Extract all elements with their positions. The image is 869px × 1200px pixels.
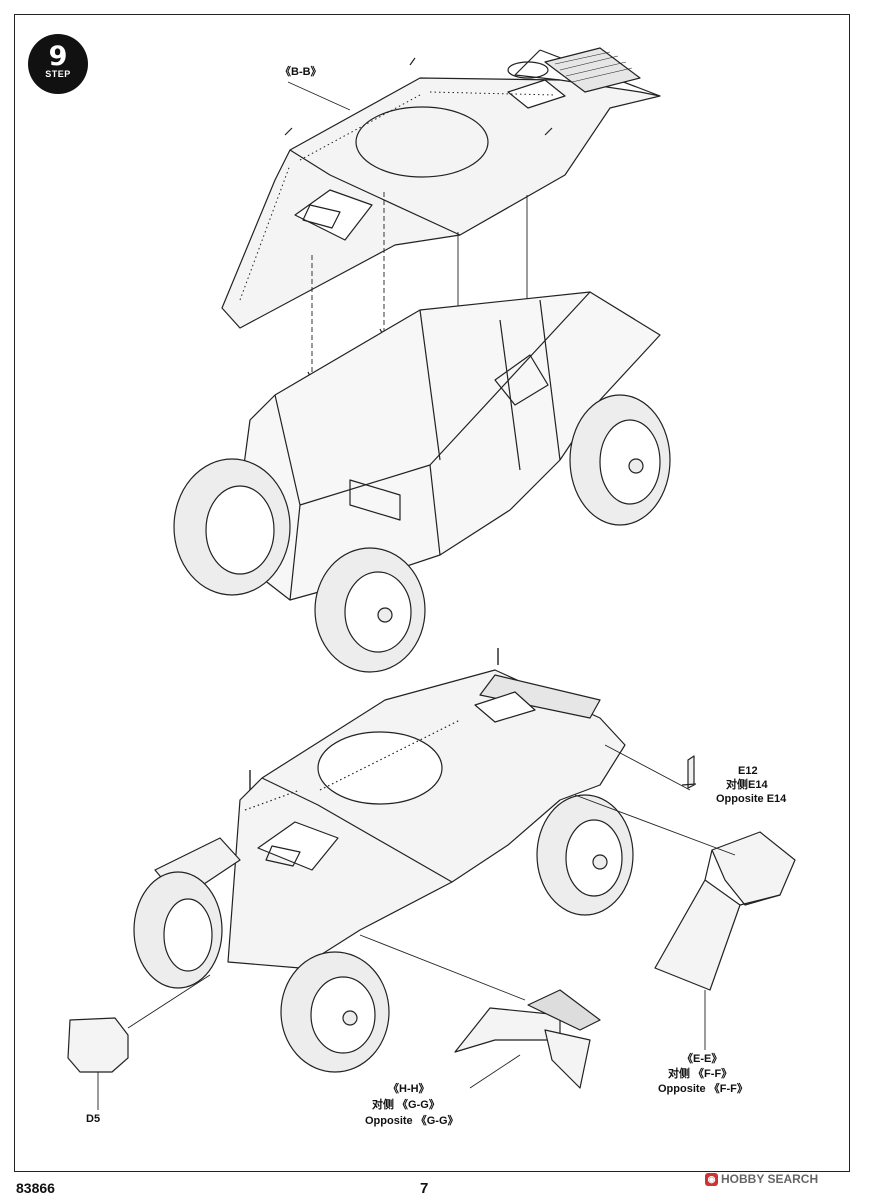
- callout-hh-line2: 对侧 《G-G》: [372, 1099, 440, 1111]
- watermark-text: HOBBY SEARCH: [721, 1172, 819, 1186]
- step-label: STEP: [45, 69, 71, 79]
- callout-hh-line3: Opposite 《G-G》: [365, 1115, 459, 1127]
- callout-e12-opposite-en: Opposite E14: [716, 793, 787, 805]
- callout-ee-line2: 对侧 《F-F》: [668, 1068, 733, 1080]
- part-e12: [681, 755, 697, 789]
- callout-d5: D5: [86, 1113, 101, 1125]
- step-number: 9: [48, 41, 68, 72]
- upper-hull-part: [221, 47, 661, 329]
- bottom-wheels: [133, 794, 634, 1073]
- part-hh: [454, 989, 601, 1089]
- top-wheels: [173, 394, 671, 673]
- callout-leaders: [97, 744, 736, 1110]
- part-d5: [67, 1017, 129, 1073]
- page-border: [14, 14, 850, 1172]
- page-number: 7: [420, 1180, 429, 1197]
- callout-e12-part: E12: [738, 765, 758, 777]
- lower-hull-part: [231, 291, 661, 601]
- callout-ee-line1: 《E-E》: [682, 1053, 723, 1065]
- step-badge: 9 STEP: [28, 34, 88, 94]
- watermark: ◉HOBBY SEARCH: [705, 1172, 819, 1187]
- watermark-logo-icon: ◉: [705, 1173, 718, 1187]
- callout-bb: 《B-B》: [280, 66, 322, 78]
- callout-hh-line1: 《H-H》: [388, 1083, 430, 1095]
- product-code: 83866: [16, 1180, 55, 1196]
- callout-ee-line3: Opposite 《F-F》: [658, 1083, 748, 1095]
- callout-e12-opposite-cn: 对侧E14: [726, 779, 768, 791]
- assembled-vehicle: [154, 648, 626, 969]
- part-ee: [654, 831, 796, 991]
